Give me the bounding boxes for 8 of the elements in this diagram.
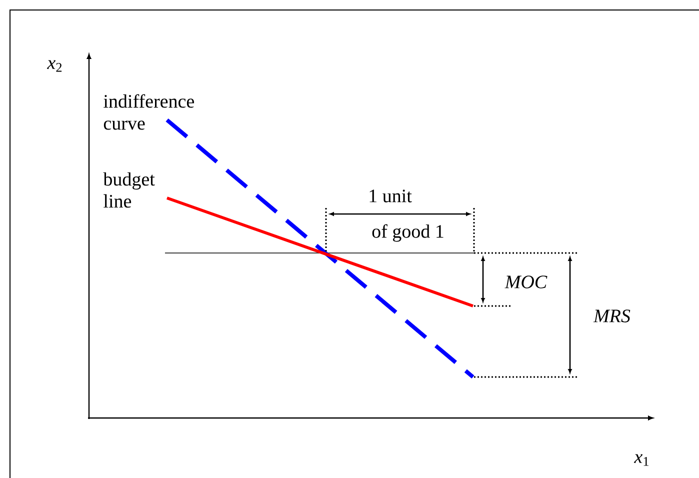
- dimension-label: of good 1: [372, 224, 444, 242]
- axis-label: x$_{1}$: [634, 454, 648, 466]
- dimension-label: MRS: [593, 310, 630, 322]
- dimension-label: MOC: [504, 276, 548, 288]
- curve-label: budget line: [103, 172, 155, 208]
- curve-label: indifference curve: [104, 94, 194, 130]
- axis-label: x$_{2}$: [46, 60, 62, 72]
- dimension-label: 1 unit: [370, 190, 412, 202]
